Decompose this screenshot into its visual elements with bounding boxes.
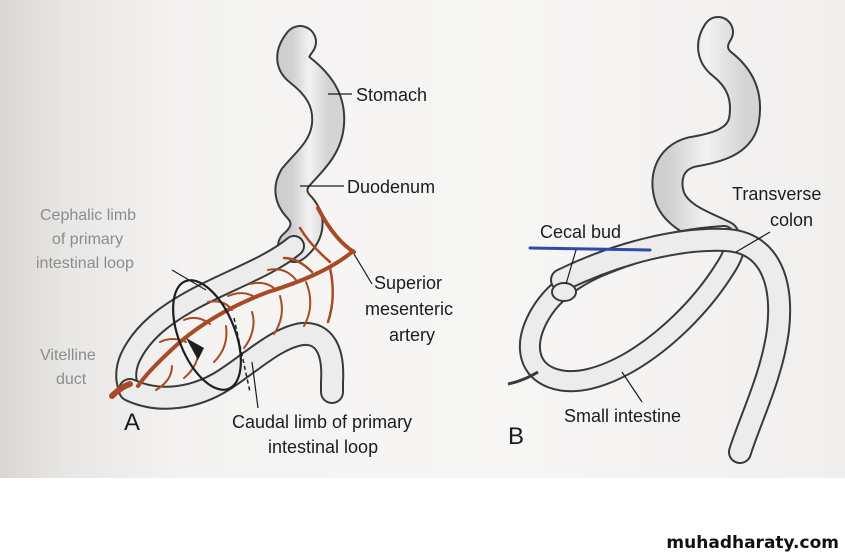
panel-b-leader-lines bbox=[565, 231, 771, 403]
sma-label-line3: artery bbox=[389, 325, 435, 345]
caudal-limb-label-line1: Caudal limb of primary bbox=[232, 412, 412, 432]
sma-label-line2: mesenteric bbox=[365, 299, 453, 319]
panel-b: Cecal bud Transverse colon Small intesti… bbox=[507, 16, 821, 464]
panel-b-letter: B bbox=[508, 423, 524, 450]
cephalic-limb-label-line3: intestinal loop bbox=[36, 255, 134, 272]
transverse-colon-label-line1: Transverse bbox=[732, 184, 821, 204]
duodenum-label: Duodenum bbox=[347, 177, 435, 197]
vitelline-remnant-b bbox=[507, 370, 539, 386]
vitelline-duct-label-line2: duct bbox=[56, 371, 87, 388]
panel-a: Stomach Duodenum Cephalic limb of primar… bbox=[36, 25, 453, 457]
vitelline-duct-shape bbox=[109, 381, 133, 399]
superior-mesenteric-artery bbox=[136, 206, 356, 391]
stomach-label: Stomach bbox=[356, 85, 427, 105]
vitelline-duct-label-line1: Vitelline bbox=[40, 347, 96, 364]
cecal-bud-shape bbox=[551, 282, 577, 302]
embryo-gut-rotation-figure: Stomach Duodenum Cephalic limb of primar… bbox=[36, 16, 821, 464]
cephalic-limb-label-line2: of primary bbox=[52, 231, 123, 248]
cecal-bud-label: Cecal bud bbox=[540, 222, 621, 242]
caudal-limb-label-line2: intestinal loop bbox=[268, 437, 378, 457]
panel-a-leader-lines bbox=[171, 93, 373, 409]
panel-a-letter: A bbox=[124, 409, 140, 436]
transverse-colon-label-line2: colon bbox=[770, 210, 813, 230]
blue-annotation-line bbox=[528, 246, 652, 252]
cephalic-limb-label-line1: Cephalic limb bbox=[40, 207, 136, 224]
watermark-text: muhadharaty.com bbox=[666, 533, 839, 553]
sma-label-line1: Superior bbox=[374, 273, 442, 293]
small-intestine-label: Small intestine bbox=[564, 406, 681, 426]
rotation-axis-indicator bbox=[172, 279, 251, 393]
